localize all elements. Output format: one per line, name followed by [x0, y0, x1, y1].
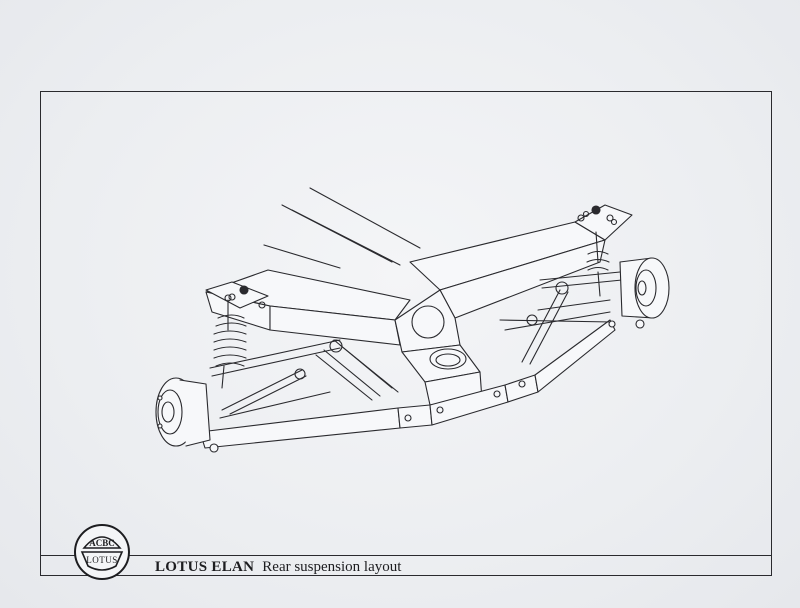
lotus-roundel-icon: ACBC LOTUS — [74, 524, 130, 580]
title-block-rule — [40, 555, 772, 556]
lower-crossbeam — [199, 319, 616, 449]
drawing-description: Rear suspension layout — [262, 559, 402, 575]
right-wishbones — [499, 271, 623, 365]
drawing-border — [40, 91, 772, 576]
left-coil-spring — [213, 285, 249, 389]
left-wheel-hub — [155, 377, 219, 453]
svg-text:ACBC: ACBC — [89, 538, 115, 548]
chassis-rails — [263, 187, 421, 269]
model-name: LOTUS ELAN — [155, 559, 255, 575]
differential-mounting — [401, 305, 483, 406]
drawing-caption: LOTUS ELAN Rear suspension layout — [155, 557, 401, 577]
lotus-logo: ACBC LOTUS — [72, 522, 132, 582]
svg-text:LOTUS: LOTUS — [86, 555, 118, 565]
right-coil-spring — [577, 205, 614, 297]
left-wishbones — [209, 339, 399, 419]
fasteners — [228, 210, 618, 309]
right-wheel-hub — [608, 257, 670, 329]
